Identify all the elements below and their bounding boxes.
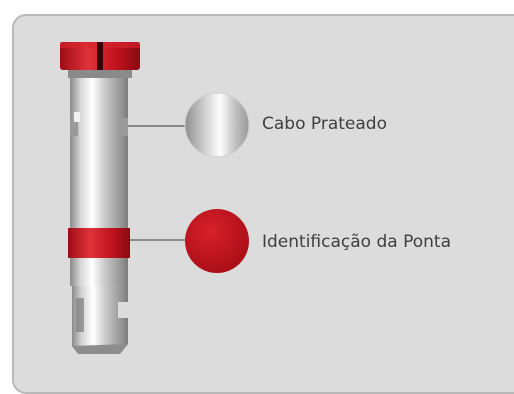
silver-swatch-icon [184, 92, 250, 158]
silver-handle-label: Cabo Prateado [262, 114, 387, 134]
red-swatch-icon [185, 209, 249, 273]
tool-diagram [60, 42, 250, 354]
dental-screwdriver-tool-icon [60, 42, 140, 354]
tip-identification-label: Identificação da Ponta [262, 232, 451, 252]
